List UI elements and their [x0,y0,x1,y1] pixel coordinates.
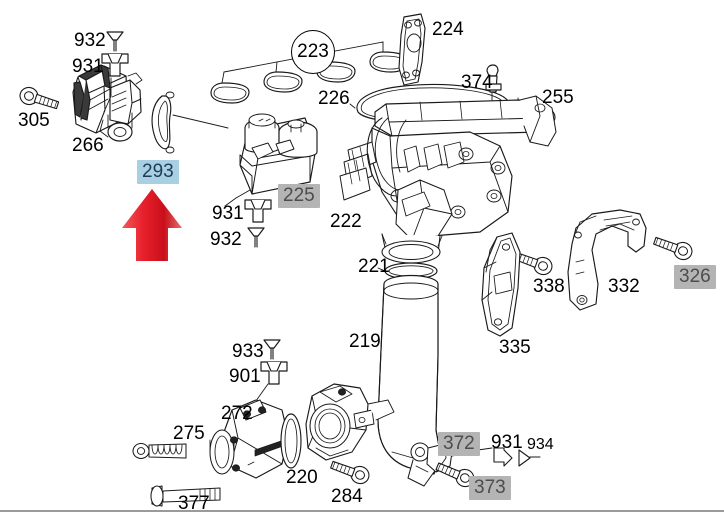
red-up-arrow [122,189,182,261]
part-374-sensor [485,64,502,101]
callout-335: 335 [499,337,531,358]
part-931-934-lower [493,447,541,467]
part-lower-housing [305,383,395,461]
part-224-flange-gasket [398,13,426,86]
callout-901: 901 [229,366,261,387]
part-220-oring [280,413,302,469]
callout-338: 338 [533,276,565,297]
callout-933: 933 [232,341,264,362]
part-326-bolt [651,232,695,263]
callout-221: 221 [358,256,390,277]
callout-224: 224 [432,19,464,40]
callout-222: 222 [330,211,362,232]
footer-divider [0,510,724,512]
callout-284: 284 [331,486,363,507]
part-219-intake-pipe [377,274,441,475]
callout-219: 219 [349,331,381,352]
part-225-vacuum-unit [224,113,318,207]
callout-332: 332 [608,276,640,297]
callout-220: 220 [286,467,318,488]
callout-931-top: 931 [72,56,104,77]
callout-225[interactable]: 225 [278,184,320,208]
part-223-port-seals [210,41,409,104]
callout-377: 377 [178,493,210,514]
part-293-gasket [151,91,229,154]
part-284-bolt [328,456,372,487]
callout-934: 934 [527,436,554,453]
callout-931-mid: 931 [212,203,244,224]
callout-223: 223 [291,30,335,74]
part-266-actuator [72,64,143,142]
part-222-manifold [339,95,557,264]
callout-255: 255 [542,87,574,108]
callout-326[interactable]: 326 [674,265,716,289]
callout-293[interactable]: 293 [137,160,179,184]
part-931-932-middle [244,199,272,248]
part-272-throttle-body [209,399,289,479]
callout-931-bot: 931 [491,432,523,453]
callout-932-top: 932 [74,30,106,51]
callout-372[interactable]: 372 [438,432,480,456]
callout-272: 272 [221,403,253,424]
callout-373[interactable]: 373 [469,476,511,500]
callout-226: 226 [318,88,350,109]
part-275-spring-bolt [132,442,187,460]
callout-932-mid: 932 [210,229,242,250]
part-931-932-upper [101,31,129,113]
part-335-bracket [481,232,521,337]
part-332-bracket [567,209,647,311]
part-377-long-bolt [150,485,221,507]
callout-305: 305 [18,110,50,131]
callout-374: 374 [461,72,493,93]
callout-266: 266 [72,135,104,156]
callout-275: 275 [173,423,205,444]
